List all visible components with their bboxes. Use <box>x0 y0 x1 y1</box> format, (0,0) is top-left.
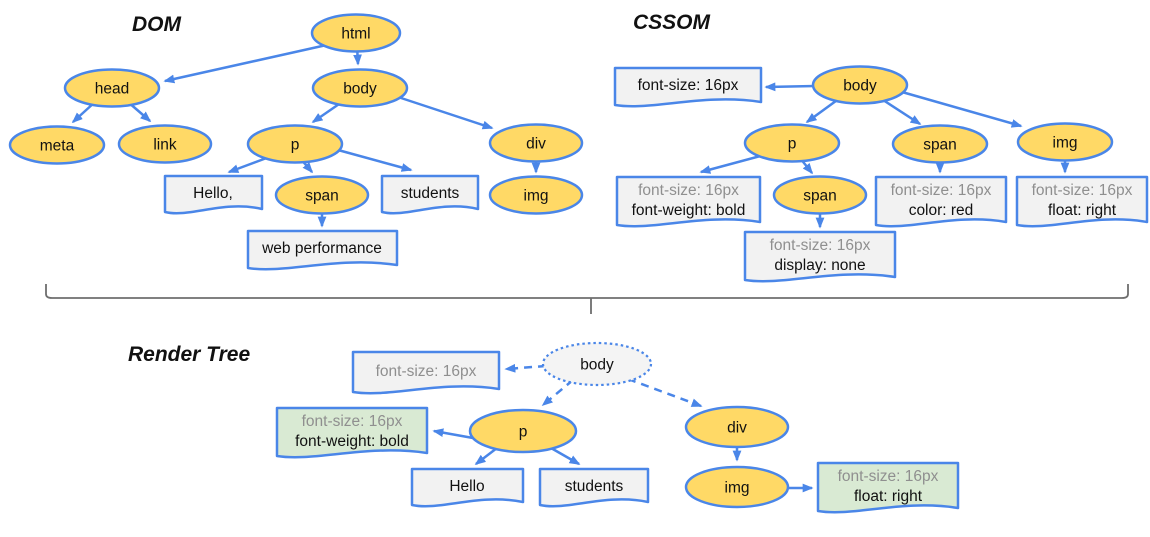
render-node-img-label: img <box>725 480 750 497</box>
dom-node-img <box>488 175 584 215</box>
dom-node-html-label: html <box>341 26 370 43</box>
cssom-stylebox-body-line1: font-size: 16px <box>638 77 739 94</box>
cssom-node-body <box>811 65 909 105</box>
dom-node-meta <box>8 125 106 165</box>
render-stylebox-img <box>816 461 960 514</box>
cssom-node-span-child <box>772 175 868 215</box>
dom-node-html <box>310 13 402 53</box>
render-arrow-body-p <box>541 379 574 407</box>
cssom-node-img-label: img <box>1053 135 1078 152</box>
dom-arrow-p-students <box>337 148 413 172</box>
dom-node-p <box>246 124 344 164</box>
cssom-stylebox-span <box>874 175 1008 228</box>
render-node-body-label: body <box>580 357 614 374</box>
dom-node-body-label: body <box>343 81 377 98</box>
cssom-stylebox-span-line1: font-size: 16px <box>891 182 992 199</box>
render-stylebox-p-line2: font-weight: bold <box>295 433 409 450</box>
cssom-stylebox-span-child-line1: font-size: 16px <box>770 237 871 254</box>
dom-textbox-hello <box>163 174 264 215</box>
dom-textbox-students-label: students <box>401 185 460 202</box>
cssom-node-p <box>743 123 841 163</box>
cssom-stylebox-img-line1: font-size: 16px <box>1032 182 1133 199</box>
render-arrow-body-style <box>504 363 547 373</box>
dom-node-head-label: head <box>95 81 129 98</box>
cssom-stylebox-span-child-line2: display: none <box>774 257 865 274</box>
dom-textbox-students <box>380 174 480 215</box>
render-node-div <box>684 405 790 449</box>
cssom-node-img <box>1016 122 1114 162</box>
dom-node-meta-label: meta <box>40 138 75 155</box>
render-arrow-p-students <box>550 446 581 466</box>
cssom-node-body-label: body <box>843 78 877 95</box>
cssom-stylebox-img-line2: float: right <box>1048 202 1117 219</box>
dom-node-img-label: img <box>524 188 549 205</box>
render-arrow-body-div <box>627 377 703 408</box>
render-tree-section-title: Render Tree <box>128 343 250 366</box>
render-textbox-students <box>538 467 650 508</box>
cssom-arrow-body-span <box>879 96 922 126</box>
render-node-img <box>684 465 790 509</box>
cssom-node-span-child-label: span <box>803 188 837 205</box>
render-stylebox-p <box>275 406 429 459</box>
cssom-arrow-body-style <box>764 82 816 92</box>
dom-node-p-label: p <box>291 137 300 154</box>
dom-textbox-hello-label: Hello, <box>193 185 233 202</box>
render-stylebox-p-line1: font-size: 16px <box>302 413 403 430</box>
render-node-body <box>541 341 653 387</box>
render-arrow-p-style <box>432 428 474 440</box>
cssom-arrow-p-style <box>699 153 765 174</box>
render-node-div-label: div <box>727 420 747 437</box>
cssom-section-title: CSSOM <box>633 11 711 34</box>
dom-node-link-label: link <box>153 137 177 154</box>
render-arrow-p-hello <box>474 447 498 465</box>
dom-node-div-label: div <box>526 136 546 153</box>
render-stylebox-body <box>351 350 501 395</box>
cssom-stylebox-p-line1: font-size: 16px <box>638 182 739 199</box>
render-textbox-hello <box>410 467 525 508</box>
cssom-stylebox-span-child <box>743 230 897 283</box>
cssom-arrow-body-p <box>805 96 841 124</box>
dom-node-span <box>274 175 370 215</box>
render-stylebox-body-line1: font-size: 16px <box>376 363 477 380</box>
dom-section-title: DOM <box>132 13 182 36</box>
cssom-node-span <box>891 124 989 164</box>
cssom-node-span-label: span <box>923 137 957 154</box>
merge-bracket-line <box>45 284 1129 314</box>
render-node-p-label: p <box>519 424 528 441</box>
cssom-stylebox-p <box>615 175 762 228</box>
cssom-arrow-body-img <box>901 90 1023 128</box>
cssom-stylebox-body <box>613 66 763 108</box>
cssom-node-p-label: p <box>788 136 797 153</box>
render-node-p <box>468 408 578 454</box>
dom-node-body <box>311 68 409 108</box>
dom-node-span-label: span <box>305 188 339 205</box>
cssom-stylebox-p-line2: font-weight: bold <box>632 202 746 219</box>
dom-arrow-html-head <box>163 40 341 84</box>
dom-node-div <box>488 123 584 163</box>
render-textbox-students-label: students <box>565 478 624 495</box>
render-stylebox-img-line2: float: right <box>854 488 923 505</box>
cssom-stylebox-img <box>1015 175 1149 228</box>
dom-arrow-body-div <box>397 95 494 130</box>
dom-textbox-web-performance-label: web performance <box>261 240 382 257</box>
cssom-stylebox-span-line2: color: red <box>909 202 974 219</box>
dom-textbox-web-performance <box>246 229 399 271</box>
dom-node-link <box>117 124 213 164</box>
dom-node-head <box>63 68 161 108</box>
render-textbox-hello-label: Hello <box>449 478 484 495</box>
render-stylebox-img-line1: font-size: 16px <box>838 468 939 485</box>
